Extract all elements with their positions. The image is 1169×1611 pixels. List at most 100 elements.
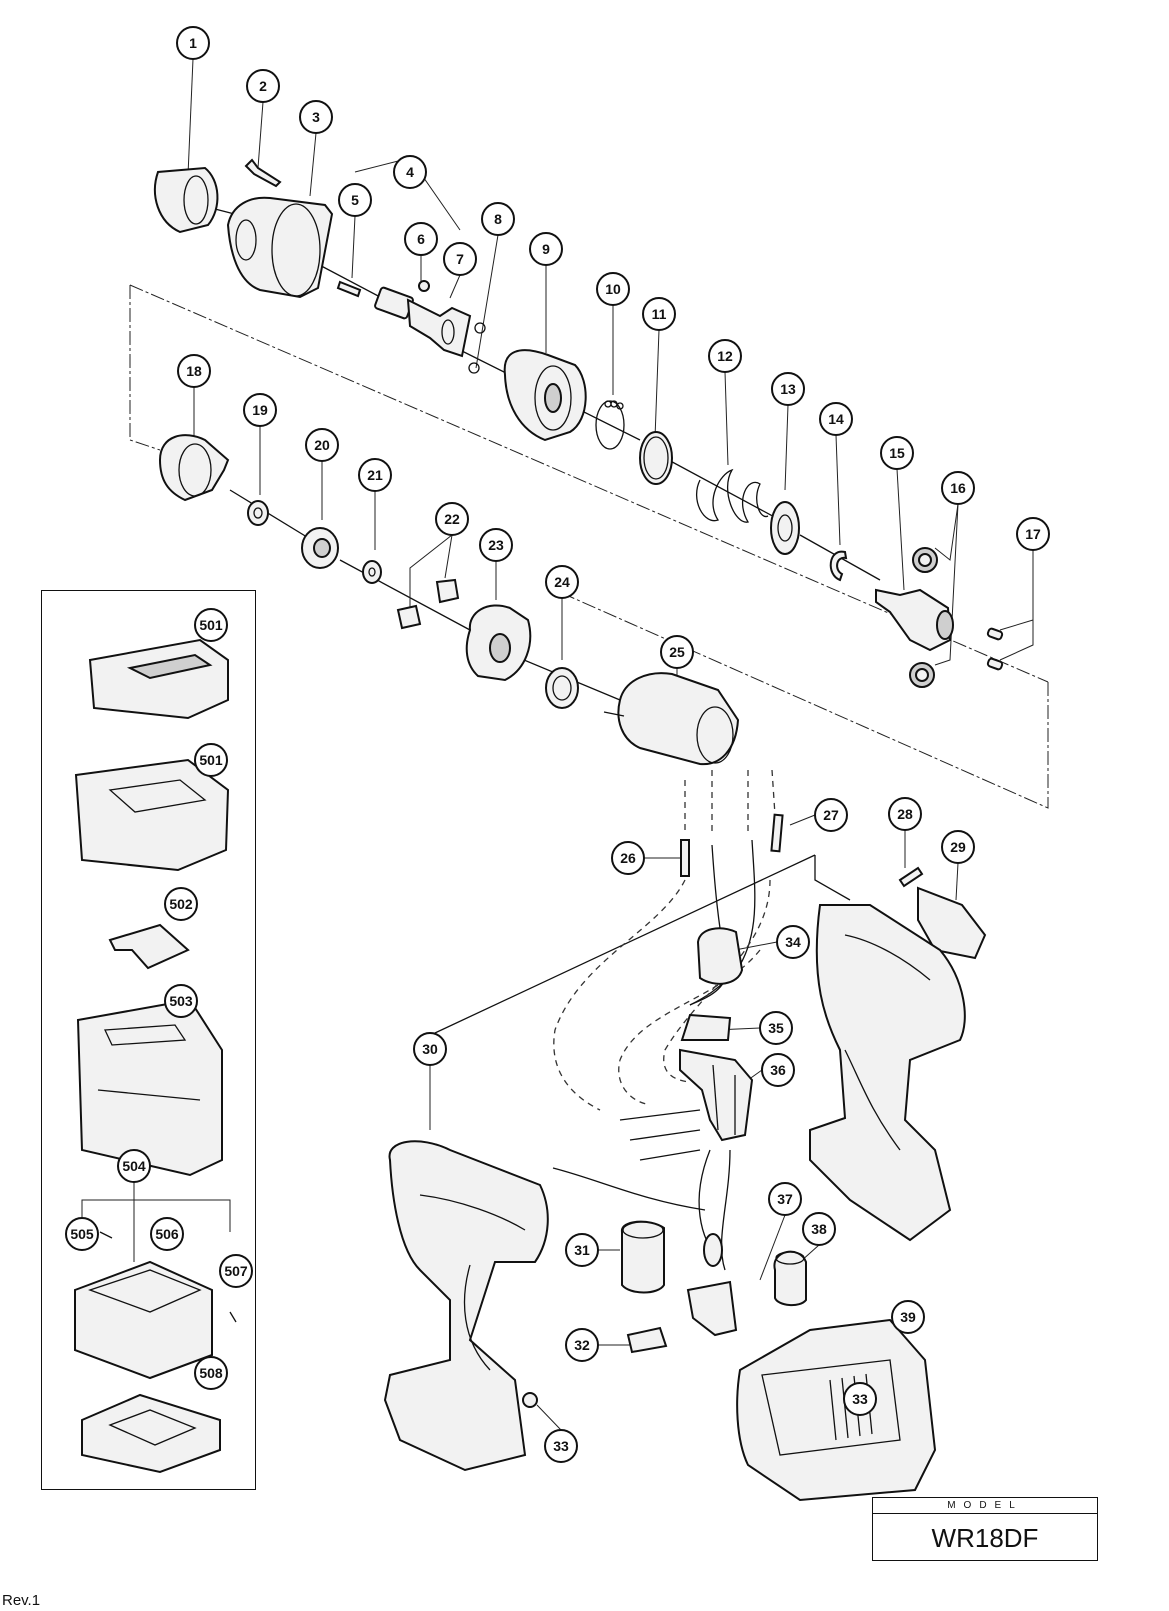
callout-16: 16: [941, 471, 975, 505]
callout-24: 24: [545, 565, 579, 599]
svg-text:18: 18: [186, 363, 202, 379]
svg-text:30: 30: [422, 1041, 438, 1057]
callout-33-left: 33: [544, 1429, 578, 1463]
svg-text:33: 33: [553, 1438, 569, 1454]
part-8-steel-balls: [468, 322, 486, 374]
svg-text:36: 36: [770, 1062, 786, 1078]
leader-lines: [187, 58, 1034, 1431]
svg-text:26: 26: [620, 850, 636, 866]
svg-text:4: 4: [406, 164, 414, 180]
part-25-dc-motor: [603, 672, 776, 835]
part-36-switch: [619, 1048, 754, 1161]
callout-35: 35: [759, 1011, 793, 1045]
callout-34: 34: [776, 925, 810, 959]
part-27-tube: [770, 813, 784, 853]
part-15-spindle: [875, 588, 954, 652]
part-23-gear-case: [465, 604, 532, 682]
callout-7: 7: [443, 242, 477, 276]
svg-text:3: 3: [312, 109, 320, 125]
accessory-504-bracket: [81, 1180, 231, 1262]
svg-text:16: 16: [950, 480, 966, 496]
svg-text:505: 505: [70, 1226, 94, 1242]
svg-text:20: 20: [314, 437, 330, 453]
model-caption: MODEL: [873, 1499, 1097, 1514]
svg-text:34: 34: [785, 934, 801, 950]
callout-10: 10: [596, 272, 630, 306]
svg-text:33: 33: [852, 1391, 868, 1407]
svg-text:31: 31: [574, 1242, 590, 1258]
part-19-washer: [247, 500, 269, 526]
callout-32: 32: [565, 1328, 599, 1362]
callout-9: 9: [529, 232, 563, 266]
svg-text:22: 22: [444, 511, 460, 527]
part-21-washer: [362, 560, 382, 584]
callout-23: 23: [479, 528, 513, 562]
svg-text:37: 37: [777, 1191, 793, 1207]
callout-29: 29: [941, 830, 975, 864]
callout-501-b: 501: [194, 743, 228, 777]
svg-text:13: 13: [780, 381, 796, 397]
part-12-spring: [695, 468, 769, 523]
part-17-needles: [986, 627, 1004, 671]
part-38-capacitor: [773, 1250, 807, 1306]
callout-1: 1: [176, 26, 210, 60]
callout-3: 3: [299, 100, 333, 134]
part-30-housing-right: [809, 904, 966, 1242]
callout-4: 4: [393, 155, 427, 189]
part-39-battery: [736, 1318, 937, 1502]
svg-text:15: 15: [889, 445, 905, 461]
callout-20: 20: [305, 428, 339, 462]
svg-text:23: 23: [488, 537, 504, 553]
svg-text:502: 502: [169, 896, 193, 912]
part-34-ferrite-core: [696, 927, 744, 985]
callout-506: 506: [150, 1217, 184, 1251]
svg-text:17: 17: [1025, 526, 1041, 542]
part-16-idle-gears: [909, 547, 938, 688]
svg-text:504: 504: [122, 1158, 146, 1174]
svg-text:7: 7: [456, 251, 464, 267]
callout-31: 31: [565, 1233, 599, 1267]
part-3-hammer-case: [226, 196, 334, 299]
wiring-harness: [553, 839, 771, 1111]
svg-text:24: 24: [554, 574, 570, 590]
svg-text:29: 29: [950, 839, 966, 855]
part-24-washer: [545, 667, 579, 709]
part-1-front-cap: [154, 166, 219, 234]
svg-text:25: 25: [669, 644, 685, 660]
callout-504: 504: [117, 1149, 151, 1183]
callout-11: 11: [642, 297, 676, 331]
callout-30: 30: [413, 1032, 447, 1066]
callout-502: 502: [164, 887, 198, 921]
part-37-controller-leads: [552, 1149, 738, 1337]
callout-507: 507: [219, 1254, 253, 1288]
svg-text:32: 32: [574, 1337, 590, 1353]
svg-text:501: 501: [199, 752, 223, 768]
svg-text:1: 1: [189, 35, 197, 51]
svg-text:35: 35: [768, 1020, 784, 1036]
callout-28: 28: [888, 797, 922, 831]
part-30-housing-left: [383, 1140, 549, 1472]
part-32-pad: [626, 1326, 668, 1354]
svg-text:501: 501: [199, 617, 223, 633]
svg-text:10: 10: [605, 281, 621, 297]
svg-text:39: 39: [900, 1309, 916, 1325]
part-10-ball-set: [595, 400, 625, 450]
part-28-screw: [898, 866, 924, 888]
part-29-label: [917, 886, 987, 960]
callout-505: 505: [65, 1217, 99, 1251]
accessory-505-506-507-case-set: [74, 1231, 237, 1380]
model-title-block: MODEL WR18DF: [872, 1497, 1098, 1561]
callout-36: 36: [761, 1053, 795, 1087]
part-13-washer: [770, 501, 800, 555]
svg-text:8: 8: [494, 211, 502, 227]
callout-6: 6: [404, 222, 438, 256]
svg-text:38: 38: [811, 1221, 827, 1237]
callout-508: 508: [194, 1356, 228, 1390]
part-6-7-anvil: [374, 280, 472, 358]
callout-15: 15: [880, 436, 914, 470]
svg-text:12: 12: [717, 348, 733, 364]
accessory-501-charger-a: [88, 638, 229, 720]
callout-37: 37: [768, 1182, 802, 1216]
part-9-hammer: [503, 349, 587, 442]
